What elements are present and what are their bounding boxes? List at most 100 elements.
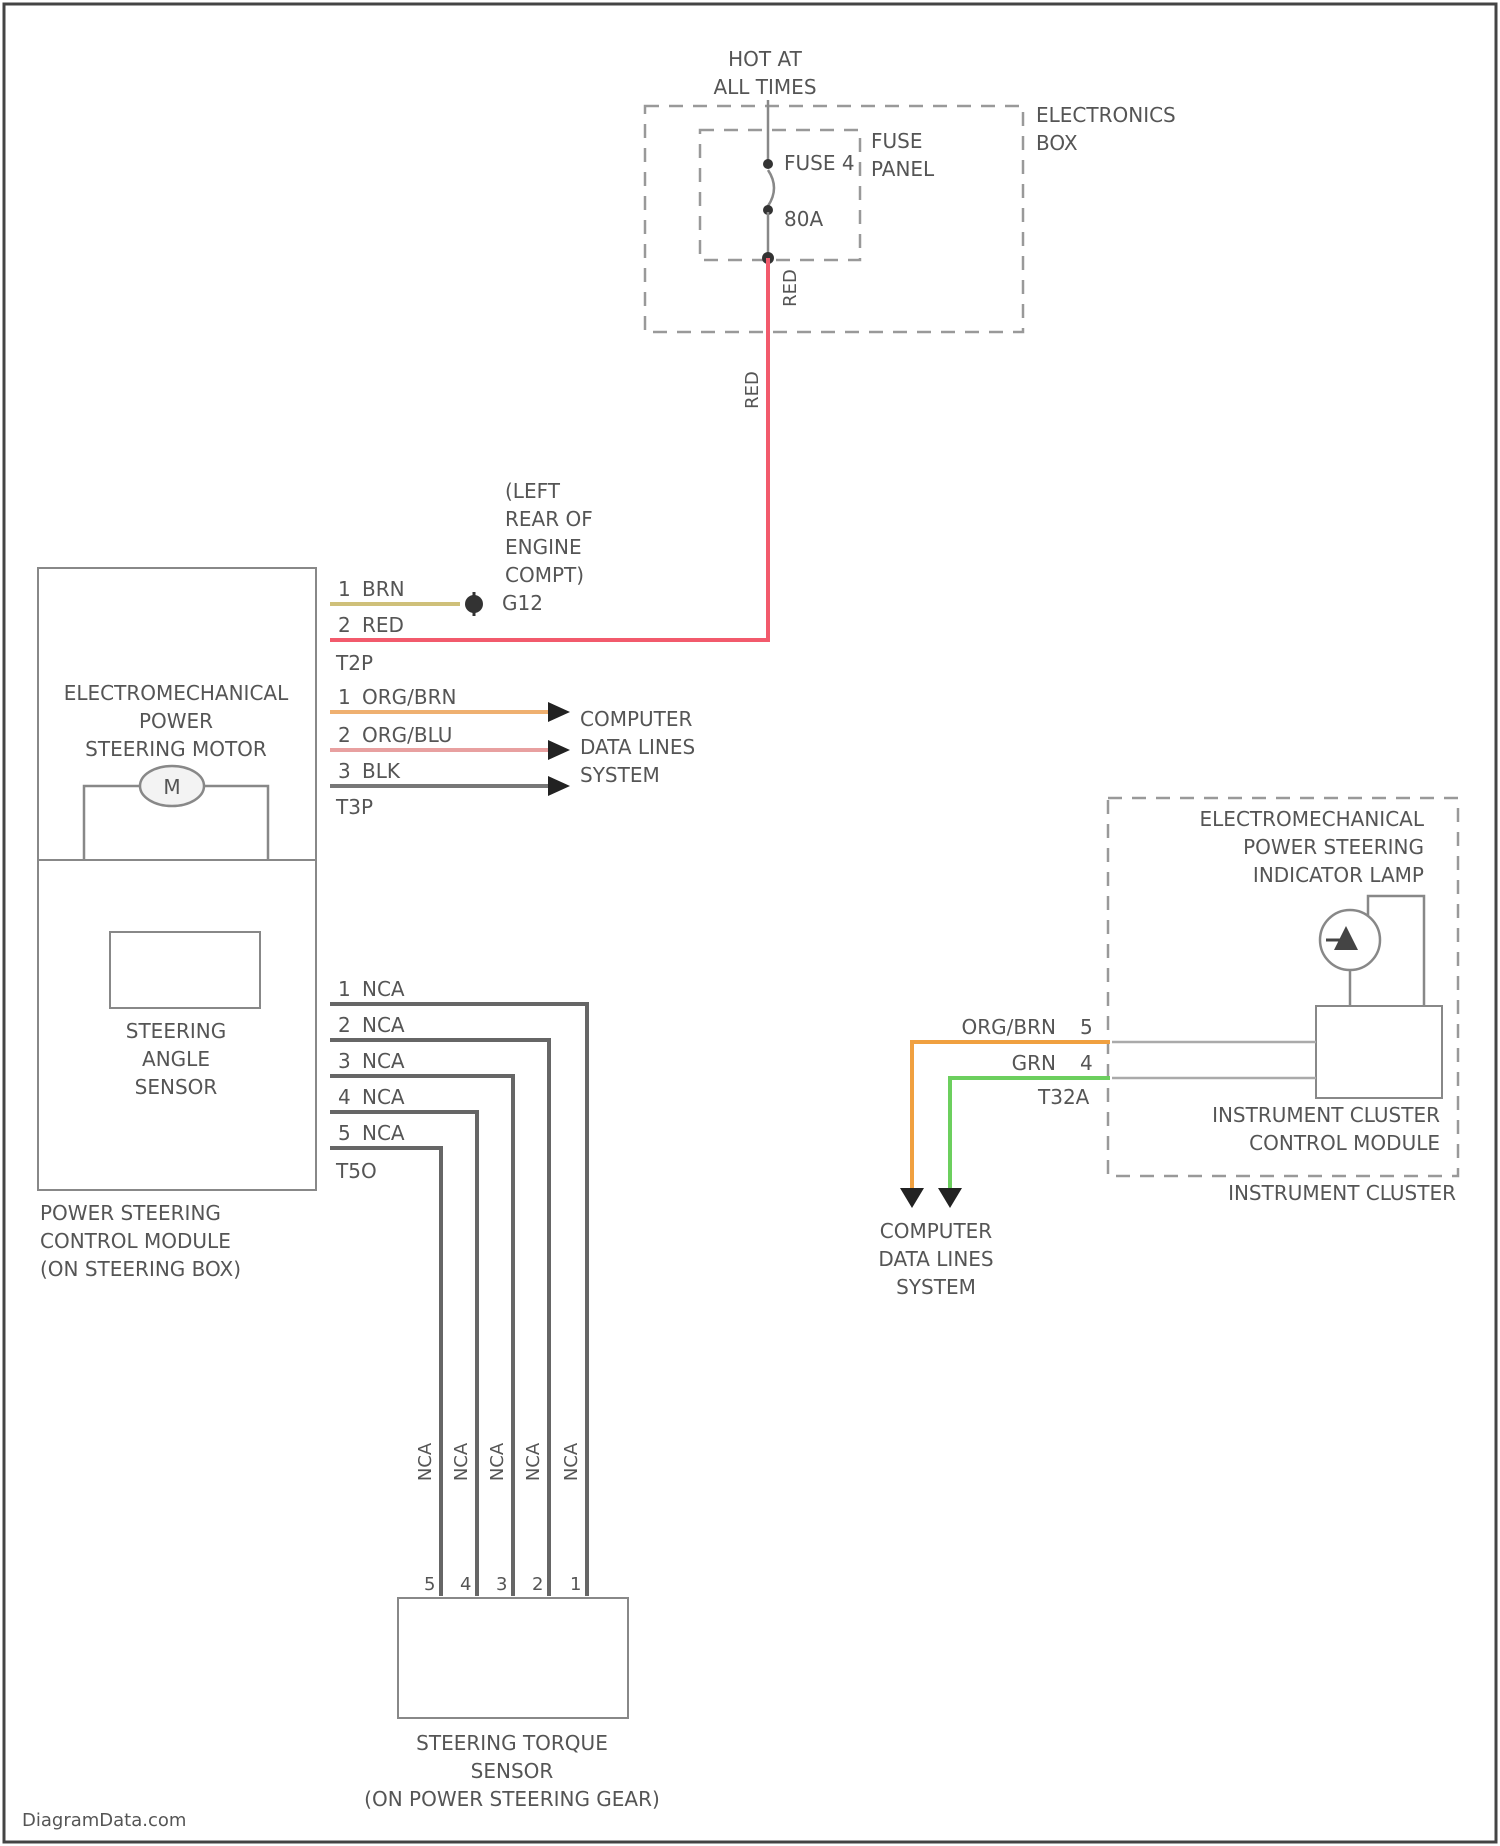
cluster-pin-4-number: 4 [1080,1051,1093,1075]
data-pin-3-number: 3 [338,759,351,783]
torque-pin-1: 1 [570,1574,581,1595]
riser-wire-label: RED [742,371,763,409]
nca-pin-2-color: NCA [362,1013,405,1037]
torque-pin-5: 5 [424,1574,435,1595]
torque-sensor-label-2: SENSOR [471,1759,554,1783]
data-pin-2-number: 2 [338,723,351,747]
power-pin-1-number: 1 [338,577,351,601]
cluster-module-label-1: INSTRUMENT CLUSTER [1212,1103,1440,1127]
motor-label-1: ELECTROMECHANICAL [64,681,289,705]
lamp-label-2: POWER STEERING [1243,835,1424,859]
pscm-label-3: (ON STEERING BOX) [40,1257,241,1281]
cluster-module-label-2: CONTROL MODULE [1249,1131,1440,1155]
watermark: DiagramData.com [22,1810,186,1831]
torque-sensor-label-1: STEERING TORQUE [416,1731,608,1755]
ground-location-3: ENGINE [505,535,582,559]
nca-pin-4-number: 4 [338,1085,351,1109]
arrow-icon-cluster-1 [900,1188,924,1208]
motor-label-2: POWER [139,709,213,733]
data-pin-1-number: 1 [338,685,351,709]
fuse-rating: 80A [784,207,823,231]
nca-pin-5-color: NCA [362,1121,405,1145]
motor-label-3: STEERING MOTOR [85,737,267,761]
vertical-wire-label-5: NCA [415,1442,436,1481]
fuse-panel-label-2: PANEL [871,157,935,181]
angle-sensor-label-2: ANGLE [142,1047,210,1071]
lamp-label-3: INDICATOR LAMP [1253,863,1424,887]
torque-pin-3: 3 [496,1574,507,1595]
power-connector: 1 BRN 2 RED T2P [335,577,405,675]
electronics-box-outline [645,106,1023,332]
fuse-out-wire-label: RED [780,269,801,307]
fuse-panel-label-1: FUSE [871,129,922,153]
cluster-data-lines-2: DATA LINES [878,1247,993,1271]
arrow-icon-cluster-2 [938,1188,962,1208]
nca-pin-3-color: NCA [362,1049,405,1073]
nca-wire-5 [330,1148,441,1596]
vertical-wire-label-3: NCA [487,1442,508,1481]
cluster-control-module-box [1316,1006,1442,1098]
ground-icon [465,592,483,616]
nca-pin-4-color: NCA [362,1085,405,1109]
angle-sensor-box [110,932,260,1008]
nca-wire-4 [330,1112,477,1596]
page-frame [4,4,1496,1842]
pscm-label-1: POWER STEERING [40,1201,221,1225]
ground-location-4: COMPT) [505,563,584,587]
data-pin-1-color: ORG/BRN [362,685,456,709]
cluster-connector-id: T32A [1037,1085,1090,1109]
vertical-wire-label-4: NCA [451,1442,472,1481]
pscm-label-2: CONTROL MODULE [40,1229,231,1253]
nca-pin-5-number: 5 [338,1121,351,1145]
fuse-symbol [768,170,774,206]
power-pin-2-number: 2 [338,613,351,637]
vertical-wire-label-1: NCA [561,1442,582,1481]
fuse-name: FUSE 4 [784,151,855,175]
nca-pin-1-color: NCA [362,977,405,1001]
nca-pin-3-number: 3 [338,1049,351,1073]
angle-sensor-label-3: SENSOR [135,1075,218,1099]
instrument-cluster: ELECTROMECHANICAL POWER STEERING INDICAT… [1108,798,1458,1205]
power-pin-2-color: RED [362,613,404,637]
cluster-pin-5-color: ORG/BRN [962,1015,1056,1039]
nca-connector-id: T5O [335,1159,377,1183]
pscm-module: ELECTROMECHANICAL POWER STEERING MOTOR M… [38,568,316,1281]
lamp-label-1: ELECTROMECHANICAL [1200,807,1425,831]
power-pin-1-color: BRN [362,577,405,601]
angle-sensor-label-1: STEERING [126,1019,226,1043]
torque-pin-2: 2 [532,1574,543,1595]
fuse-top-terminal [763,159,773,169]
nca-wire-3 [330,1076,513,1596]
arrow-icon-data-3 [548,776,570,796]
torque-sensor-label-3: (ON POWER STEERING GEAR) [364,1787,660,1811]
cluster-wiring: ORG/BRN 5 GRN 4 T32A COMPUTER DATA LINES… [878,1015,1110,1299]
hot-label-1: HOT AT [728,47,802,71]
arrow-icon-data-1 [548,702,570,722]
torque-sensor-box [398,1598,628,1718]
data-connector: 1 ORG/BRN 2 ORG/BLU 3 BLK T3P COMPUTER D… [330,685,695,819]
motor-icon: M [84,766,268,860]
electronics-box-label-2: BOX [1036,131,1078,155]
svg-text:M: M [163,775,180,799]
cluster-pin-4-color: GRN [1012,1051,1056,1075]
cluster-label: INSTRUMENT CLUSTER [1228,1181,1456,1205]
torque-sensor: STEERING TORQUE SENSOR (ON POWER STEERIN… [364,1598,660,1811]
fuse-panel-outline [700,130,860,260]
nca-wiring: 1 NCA 2 NCA 3 NCA 4 NCA 5 NCA T5O NCA NC… [330,977,587,1596]
vertical-wire-label-2: NCA [523,1442,544,1481]
torque-pin-4: 4 [460,1574,471,1595]
cluster-data-lines-3: SYSTEM [896,1275,976,1299]
cluster-data-lines-1: COMPUTER [880,1219,993,1243]
electronics-box-label-1: ELECTRONICS [1036,103,1176,127]
power-connector-id: T2P [335,651,373,675]
hot-label-2: ALL TIMES [713,75,816,99]
data-pin-2-color: ORG/BLU [362,723,452,747]
ground-id: G12 [502,591,543,615]
data-lines-label-2: DATA LINES [580,735,695,759]
arrow-icon-data-2 [548,740,570,760]
nca-pin-2-number: 2 [338,1013,351,1037]
indicator-lamp-icon [1320,896,1424,1006]
nca-pin-1-number: 1 [338,977,351,1001]
cluster-pin-5-number: 5 [1080,1015,1093,1039]
data-pin-3-color: BLK [362,759,401,783]
